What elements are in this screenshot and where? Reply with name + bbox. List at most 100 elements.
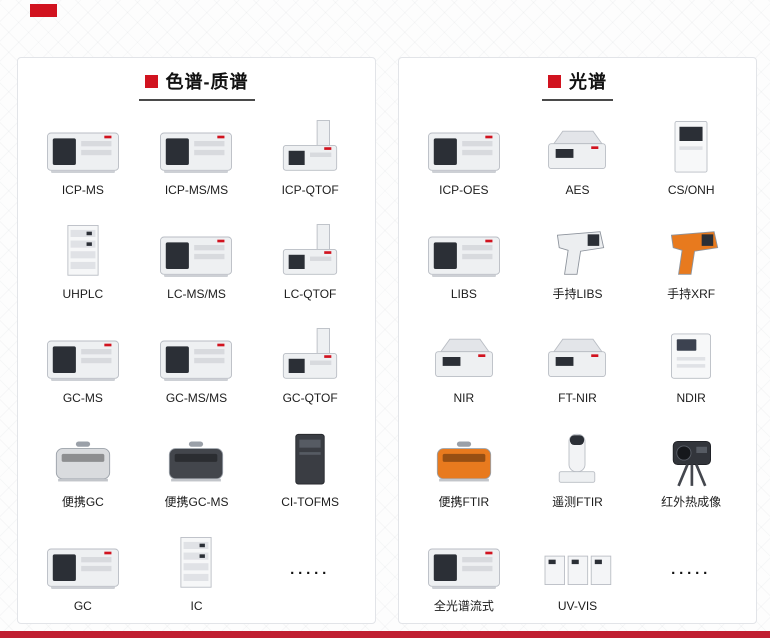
bench-instrument-icon <box>152 324 240 390</box>
product-item[interactable]: ICP-MS/MS <box>140 105 254 209</box>
product-catalog: 色谱-质谱 ICP-MS ICP-MS/MS ICP-QTOF UHPLC LC-MS/… <box>17 57 757 624</box>
product-label: GC-MS/MS <box>165 391 228 406</box>
ellipsis-text: ····· <box>671 564 712 582</box>
boxlid-instrument-icon <box>533 324 621 390</box>
panel-title-text: 光谱 <box>569 72 607 92</box>
product-label: ICP-MS/MS <box>164 183 229 198</box>
product-item[interactable]: GC-MS/MS <box>140 313 254 417</box>
product-label: 手持XRF <box>667 287 716 302</box>
product-label: NIR <box>453 391 475 406</box>
product-label: CS/ONH <box>667 183 715 198</box>
product-item[interactable]: 便携GC-MS <box>140 417 254 521</box>
bench-instrument-icon <box>39 324 127 390</box>
cabinet-instrument-icon <box>266 428 354 494</box>
product-label: AES <box>565 183 590 198</box>
product-item[interactable]: 全光谱流式 <box>407 521 521 623</box>
product-item[interactable]: FT-NIR <box>521 313 635 417</box>
tower-instrument-icon <box>266 220 354 286</box>
brand-logo-mark <box>30 4 57 17</box>
cabinet-white-instrument-icon <box>647 116 735 182</box>
product-item[interactable]: CS/ONH <box>634 105 748 209</box>
panel-title-text: 色谱-质谱 <box>165 72 249 92</box>
product-label: NDIR <box>676 391 706 406</box>
ellipsis-text: ····· <box>290 564 331 582</box>
product-label: ICP-MS <box>61 183 104 198</box>
product-label: GC <box>73 599 92 614</box>
product-item[interactable]: ICP-OES <box>407 105 521 209</box>
product-item[interactable]: GC-QTOF <box>253 313 367 417</box>
bench-instrument-icon <box>420 116 508 182</box>
panel-title-row: 色谱-质谱 <box>18 66 375 101</box>
bench-instrument-icon <box>39 532 127 598</box>
more-items-ellipsis: ····· <box>647 540 735 606</box>
product-label: 便携GC <box>61 495 104 510</box>
product-item[interactable]: ICP-MS <box>26 105 140 209</box>
product-label: GC-MS <box>62 391 103 406</box>
product-label: 全光谱流式 <box>433 599 494 614</box>
product-label: IC <box>190 599 203 614</box>
product-grid: ICP-MS ICP-MS/MS ICP-QTOF UHPLC LC-MS/MS LC-Q… <box>18 101 375 623</box>
title-bullet-icon <box>548 74 561 88</box>
portable-instrument-icon <box>39 428 127 494</box>
product-label: 遥测FTIR <box>552 495 603 510</box>
bench-instrument-icon <box>420 220 508 286</box>
product-label: LC-QTOF <box>283 287 337 302</box>
more-items-ellipsis: ····· <box>266 540 354 606</box>
handheld-instrument-icon <box>533 220 621 286</box>
screenbox-instrument-icon <box>647 324 735 390</box>
panel-title: 光谱 <box>542 66 613 101</box>
panel-title: 色谱-质谱 <box>138 66 255 101</box>
product-label: CI-TOFMS <box>281 495 340 510</box>
trio-instrument-icon <box>533 532 621 598</box>
handheld-instrument-icon <box>647 220 735 286</box>
product-item[interactable]: 便携FTIR <box>407 417 521 521</box>
title-bullet-icon <box>144 74 158 88</box>
product-item[interactable]: GC-MS <box>26 313 140 417</box>
product-item[interactable]: 遥测FTIR <box>521 417 635 521</box>
product-item[interactable]: ICP-QTOF <box>253 105 367 209</box>
product-item[interactable]: LC-MS/MS <box>140 209 254 313</box>
bench-instrument-icon <box>152 220 240 286</box>
panel-chromatography-mass-spec: 色谱-质谱 ICP-MS ICP-MS/MS ICP-QTOF UHPLC LC-MS/… <box>17 57 376 624</box>
bench-instrument-icon <box>152 116 240 182</box>
product-label: UV-VIS <box>557 599 598 614</box>
product-label: LC-MS/MS <box>167 287 226 302</box>
product-item[interactable]: NIR <box>407 313 521 417</box>
product-item[interactable]: GC <box>26 521 140 623</box>
product-item[interactable]: ····· <box>253 521 367 623</box>
product-label: ICP-OES <box>439 183 489 198</box>
tower-instrument-icon <box>266 324 354 390</box>
product-item[interactable]: ····· <box>634 521 748 623</box>
product-item[interactable]: LIBS <box>407 209 521 313</box>
product-label: 红外热成像 <box>661 495 722 510</box>
boxlid-instrument-icon <box>420 324 508 390</box>
product-item[interactable]: IC <box>140 521 254 623</box>
product-item[interactable]: 手持XRF <box>634 209 748 313</box>
bench-instrument-icon <box>39 116 127 182</box>
product-item[interactable]: 红外热成像 <box>634 417 748 521</box>
product-label: FT-NIR <box>558 391 597 406</box>
product-item[interactable]: CI-TOFMS <box>253 417 367 521</box>
product-label: GC-QTOF <box>282 391 338 406</box>
product-item[interactable]: UV-VIS <box>521 521 635 623</box>
product-label: UHPLC <box>62 287 104 302</box>
boxlid-instrument-icon <box>533 116 621 182</box>
product-item[interactable]: NDIR <box>634 313 748 417</box>
product-item[interactable]: 便携GC <box>26 417 140 521</box>
stack-instrument-icon <box>152 532 240 598</box>
portable-instrument-icon <box>420 428 508 494</box>
portable-instrument-icon <box>152 428 240 494</box>
product-item[interactable]: LC-QTOF <box>253 209 367 313</box>
product-item[interactable]: AES <box>521 105 635 209</box>
product-item[interactable]: UHPLC <box>26 209 140 313</box>
stack-instrument-icon <box>39 220 127 286</box>
tower-instrument-icon <box>266 116 354 182</box>
product-label: 便携GC-MS <box>164 495 229 510</box>
product-label: ICP-QTOF <box>281 183 339 198</box>
footer-bar <box>0 631 770 638</box>
bench-instrument-icon <box>420 532 508 598</box>
cylinder-instrument-icon <box>533 428 621 494</box>
product-item[interactable]: 手持LIBS <box>521 209 635 313</box>
